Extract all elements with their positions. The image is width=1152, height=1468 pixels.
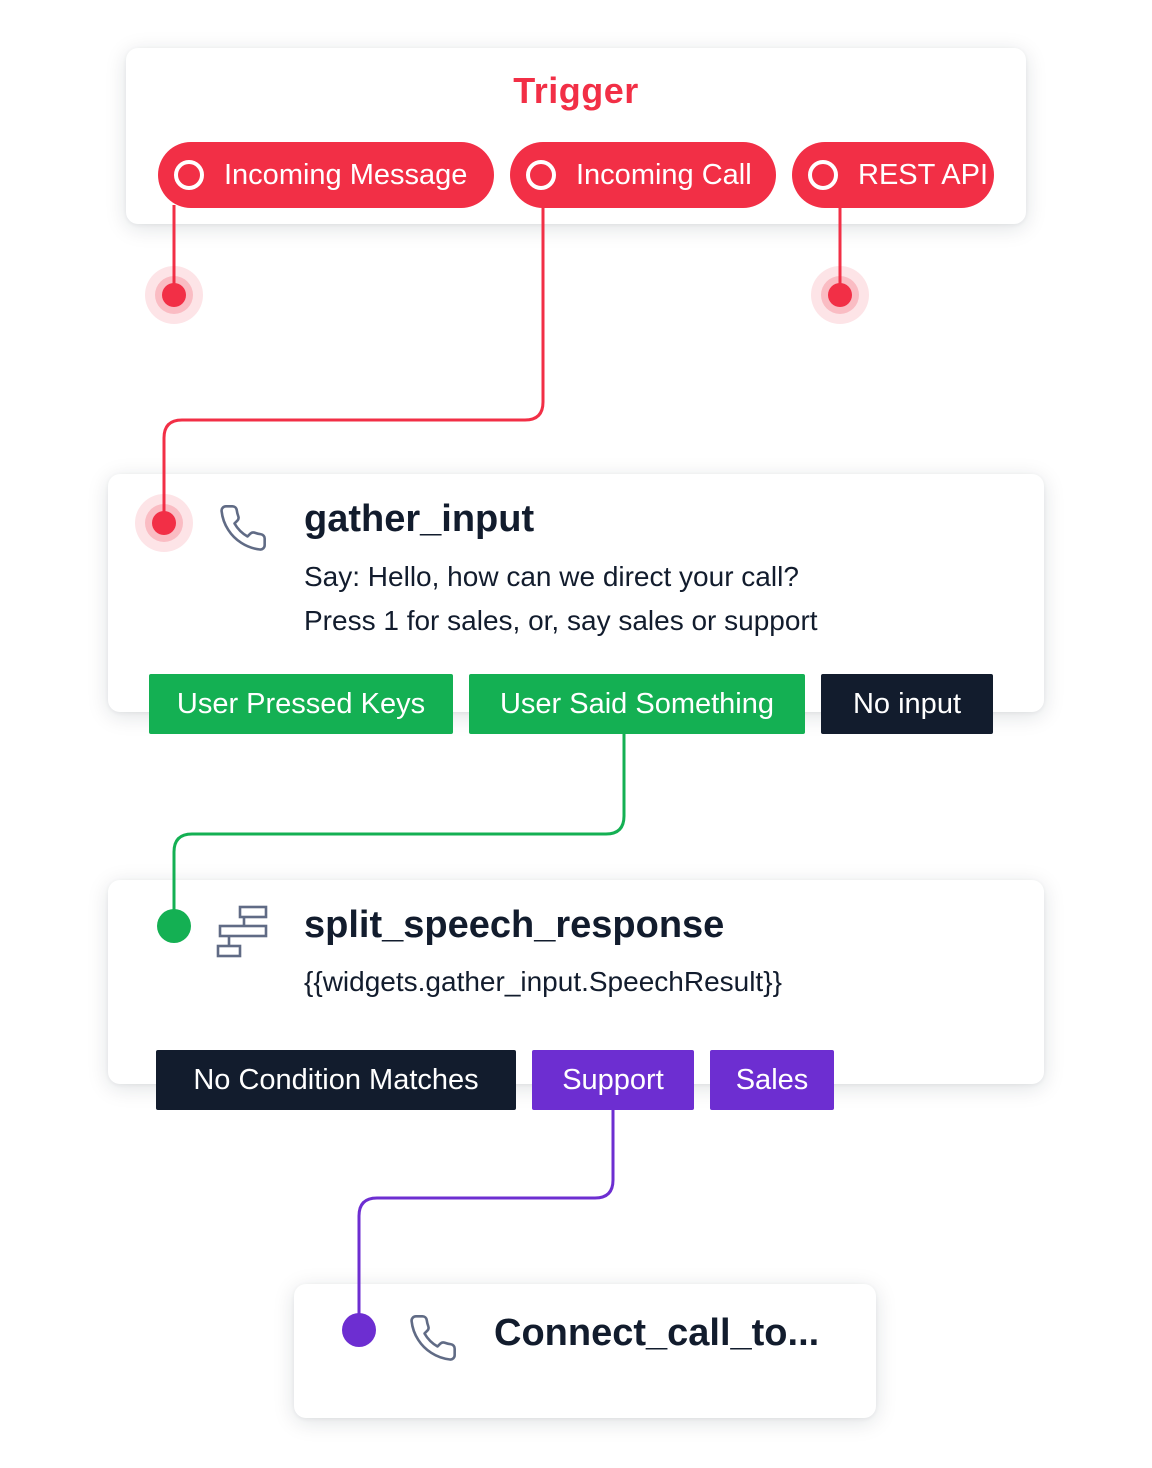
- rest-api-label: REST API: [858, 158, 989, 191]
- circle-icon: [808, 160, 838, 190]
- user-pressed-keys-transition[interactable]: User Pressed Keys: [149, 674, 453, 734]
- incoming-call-label: Incoming Call: [576, 158, 752, 191]
- split-branch-icon: [216, 905, 268, 958]
- sales-transition[interactable]: Sales: [710, 1050, 834, 1110]
- trigger-title: Trigger: [513, 70, 639, 111]
- user-said-something-transition[interactable]: User Said Something: [469, 674, 805, 734]
- circle-icon: [174, 160, 204, 190]
- incoming-message-endpoint-ring: [155, 276, 193, 314]
- rest-api-endpoint[interactable]: [828, 283, 852, 307]
- rest-api-button[interactable]: REST API: [792, 142, 994, 208]
- incoming-message-endpoint[interactable]: [162, 283, 186, 307]
- gather-input-title: gather_input: [304, 498, 535, 540]
- phone-icon: [410, 1315, 456, 1361]
- phone-icon: [220, 505, 266, 551]
- no-condition-matches-transition[interactable]: No Condition Matches: [156, 1050, 516, 1110]
- circle-icon: [526, 160, 556, 190]
- split-speech-expression: {{widgets.gather_input.SpeechResult}}: [304, 966, 782, 997]
- split-speech-response-title: split_speech_response: [304, 904, 725, 946]
- rest-api-endpoint-halo: [811, 266, 869, 324]
- connect-call-title: Connect_call_to...: [494, 1312, 820, 1354]
- rest-api-endpoint-ring: [821, 276, 859, 314]
- gather-input-press-text: Press 1 for sales, or, say sales or supp…: [304, 605, 818, 636]
- incoming-message-button[interactable]: Incoming Message: [158, 142, 494, 208]
- incoming-message-label: Incoming Message: [224, 158, 468, 191]
- incoming-message-endpoint-halo: [145, 266, 203, 324]
- incoming-call-button[interactable]: Incoming Call: [510, 142, 776, 208]
- support-transition[interactable]: Support: [532, 1050, 694, 1110]
- no-input-transition[interactable]: No input: [821, 674, 993, 734]
- gather-input-say-text: Say: Hello, how can we direct your call?: [304, 561, 799, 592]
